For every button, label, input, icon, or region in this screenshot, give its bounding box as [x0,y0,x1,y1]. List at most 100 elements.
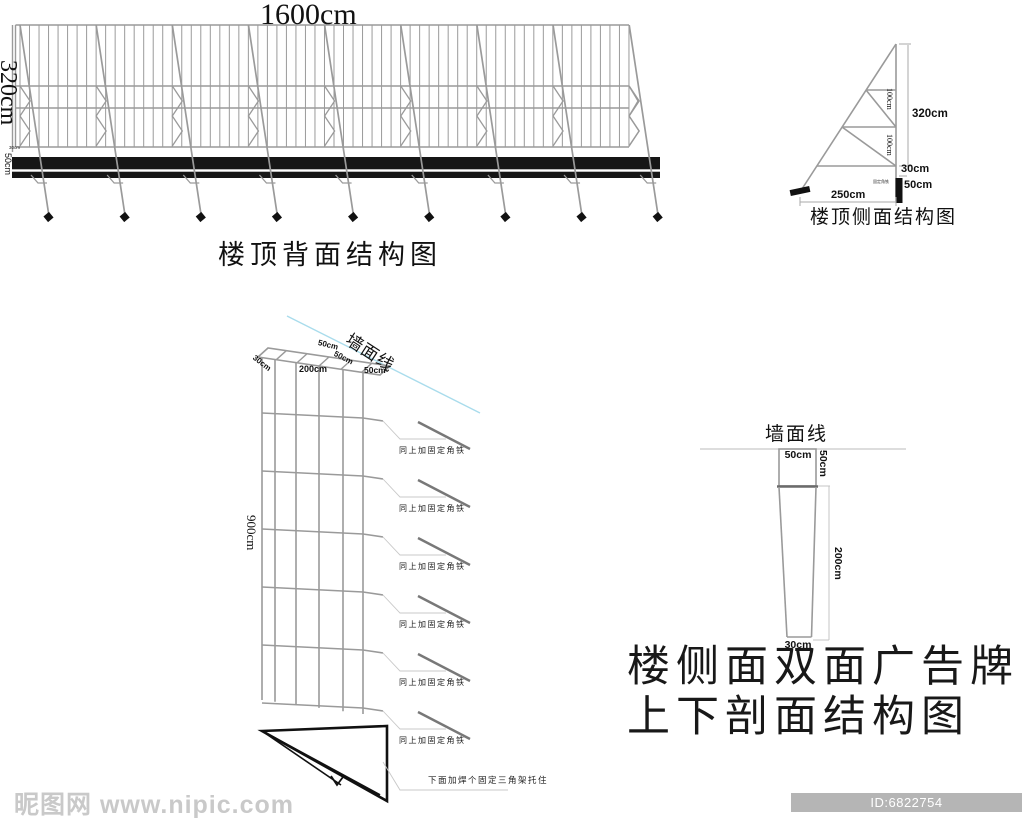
side-anchor-bar [895,178,903,203]
angle-iron [417,594,471,625]
perspective-top-dim-3: 50cm [364,365,386,375]
watermark-site-name: 昵图网 [14,791,93,819]
angle-iron-callout-3: 同上加固定角铁 [399,562,466,571]
callout-leader [382,420,446,440]
top-face-slat [296,353,308,364]
section-top-height-dim: 50cm [817,450,829,477]
back-structure-braces [19,24,663,223]
perspective-height-dim: 900cm [244,515,259,551]
top-face-slat [340,359,352,370]
top-face-slat [275,350,287,361]
zigzag-brace [552,85,564,147]
back-diagonal-leg [476,24,507,214]
perspective-rung [261,470,384,480]
angle-iron [417,710,471,741]
back-diagonal-leg [171,24,202,214]
zigzag-brace [399,85,412,147]
zigzag-brace [323,85,336,147]
side-tiny-note: 固定角铁 [873,179,889,184]
bar-stub [639,174,657,184]
anchor-diamond [652,211,663,223]
side-brace-d1 [865,89,897,128]
section-bottom-width-dim: 30cm [784,639,812,651]
perspective-depth-dim: 200cm [299,364,328,374]
anchor-diamond [576,211,587,223]
back-diagonal-leg [19,24,50,214]
back-diagonal-leg [399,24,431,214]
section-dimension-lines [813,485,830,641]
back-diagonal-leg [552,24,583,214]
bar-stub [258,174,276,184]
section-height-dim: 200cm [832,547,844,580]
angle-iron-callout-2: 同上加固定角铁 [399,504,466,513]
angle-iron-callout-5: 同上加固定角铁 [399,678,466,687]
angle-iron [417,478,471,509]
back-bar-dimension: 50cm [3,153,13,176]
bracket-leader-line [382,761,508,791]
anchor-diamond [119,211,130,223]
side-structure [789,43,911,206]
back-diagonal-leg [247,24,278,214]
callout-leader [382,594,446,614]
zigzag-brace [476,85,488,147]
watermark-site-url: www.nipic.com [99,791,295,819]
top-face-slat [318,356,330,367]
perspective-rung [261,702,384,712]
image-id-badge: ID:6822754 NO:20141207094605781408 [791,793,1022,821]
side-height-dimension: 320cm [912,108,948,120]
side-seg-dim-upper: 100cm [885,88,894,110]
bracket-fold-2 [261,730,342,786]
side-ledge-dimension: 30cm [901,163,930,175]
perspective-rung [261,644,384,654]
side-foot-pad [789,185,811,197]
back-structure-grid [11,24,630,152]
perspective-rung [261,528,384,538]
zigzag-brace [171,85,184,147]
section-wall-line-label: 墙面线 [765,424,829,445]
zigzag-brace [95,85,107,147]
bracket-callout: 下面加焊个固定三角架托住 [428,775,549,785]
section-left-side [778,486,788,638]
perspective-rung [261,586,384,596]
back-caption: 楼顶背面结构图 [218,240,442,270]
bar-stub [335,174,352,184]
section-title-line2: 上下剖面结构图 [627,694,970,741]
side-dimension-lines [799,43,911,206]
back-rail-dimension: 30cm [9,145,21,150]
triangle-bracket [257,724,389,804]
anchor-diamond [271,211,283,223]
perspective-rung [261,412,384,422]
angle-iron [417,536,471,567]
anchor-diamond [43,211,54,223]
back-diagonal-leg [323,24,354,214]
base-bar-stripe [12,169,660,172]
callout-leader [382,710,446,730]
angle-iron [417,652,471,683]
back-diagonal-leg [95,24,126,214]
callout-leader [382,652,446,672]
side-caption: 楼顶侧面结构图 [810,207,958,228]
bar-stub [411,174,428,184]
section-view [700,448,906,641]
anchor-diamond [195,211,206,223]
anchor-diamond [500,211,511,223]
section-top-width-dim: 50cm [784,449,812,461]
side-brace-d2 [841,126,897,167]
bracket-notch [330,775,344,787]
anchor-diamond [348,211,359,223]
perspective-grid [261,350,471,741]
back-width-dimension: 1600cm [260,0,357,31]
section-right-side [810,486,817,638]
callout-leader [382,478,446,498]
zigzag-brace [19,85,31,147]
angle-iron [417,420,471,451]
bar-stub [106,174,124,184]
zigzag-brace-right [628,85,640,147]
angle-iron-callout-1: 同上加固定角铁 [399,446,466,455]
angle-iron-callout-4: 同上加固定角铁 [399,620,466,629]
top-face-slat [361,362,373,373]
angle-iron-callout-6: 同上加固定角铁 [399,736,466,745]
side-base-dimension: 250cm [831,189,866,201]
